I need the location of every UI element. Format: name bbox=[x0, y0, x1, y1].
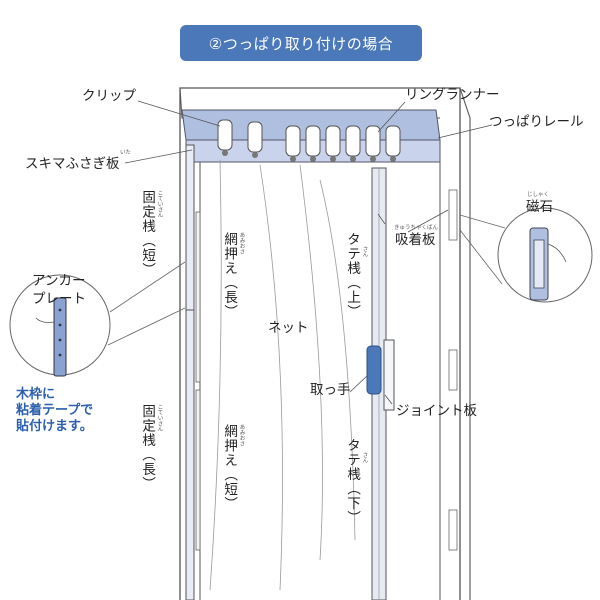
note-line-3: 貼付けます。 bbox=[16, 419, 93, 434]
ruby-suction-board: きゅうちゃくばん bbox=[394, 225, 439, 231]
label-handle: 取っ手 bbox=[310, 382, 351, 398]
ruby-net-press-long: あみおさ bbox=[238, 232, 245, 254]
label-vertical-bar-bottom: タテ桟（下） bbox=[344, 438, 361, 525]
ruby-vertical-bar-bottom: さん bbox=[361, 452, 368, 463]
net-press-short bbox=[195, 389, 201, 551]
note-line-2: 粘着テープで bbox=[16, 403, 94, 418]
ruby-magnet: じしゃく bbox=[527, 192, 550, 198]
label-joint-board: ジョイント板 bbox=[396, 403, 477, 419]
label-net-press-long: 網押え（長） bbox=[221, 232, 238, 319]
door-frame-outer bbox=[179, 87, 461, 600]
label-clip: クリップ bbox=[82, 88, 136, 104]
label-anchor-plate: アンカープレート bbox=[32, 273, 86, 307]
label-magnet: 磁石 bbox=[526, 199, 553, 215]
page-title: ②つっぱり取り付けの場合 bbox=[180, 25, 422, 61]
label-tension-rail: つっぱりレール bbox=[489, 114, 584, 130]
label-ring-runner: リングランナー bbox=[405, 87, 500, 103]
net bbox=[209, 159, 356, 591]
door-frame-side bbox=[459, 87, 471, 600]
label-gap-board: スキマふさぎ板 bbox=[25, 156, 120, 172]
label-vertical-bar-top: タテ桟（上） bbox=[344, 232, 361, 319]
handle bbox=[366, 345, 382, 395]
ruby-vertical-bar-top: さん bbox=[361, 246, 368, 257]
suction-board-marks bbox=[448, 189, 458, 551]
label-fixed-bar-long: 固定桟（長） bbox=[139, 404, 156, 491]
label-net-press-short: 網押え（短） bbox=[221, 424, 238, 511]
label-fixed-bar-short: 固定桟（短） bbox=[139, 190, 156, 277]
ruby-gap-board: いた bbox=[120, 150, 132, 156]
label-suction-board: 吸着板 bbox=[395, 232, 436, 248]
clips bbox=[222, 150, 396, 162]
net-press-long bbox=[195, 211, 201, 383]
joint-board bbox=[383, 339, 395, 411]
note-line-1: 木枠に bbox=[16, 387, 56, 402]
ring-runners bbox=[217, 119, 401, 157]
label-net: ネット bbox=[268, 320, 309, 336]
fixed-bar-left bbox=[185, 144, 195, 600]
leader-lines bbox=[124, 100, 493, 405]
ruby-fixed-bar-long: こていさん bbox=[156, 404, 163, 432]
anchor-plate-part bbox=[53, 297, 67, 377]
ruby-net-press-short: あみおさ bbox=[238, 424, 245, 446]
ruby-fixed-bar-short: こていさん bbox=[156, 190, 163, 218]
